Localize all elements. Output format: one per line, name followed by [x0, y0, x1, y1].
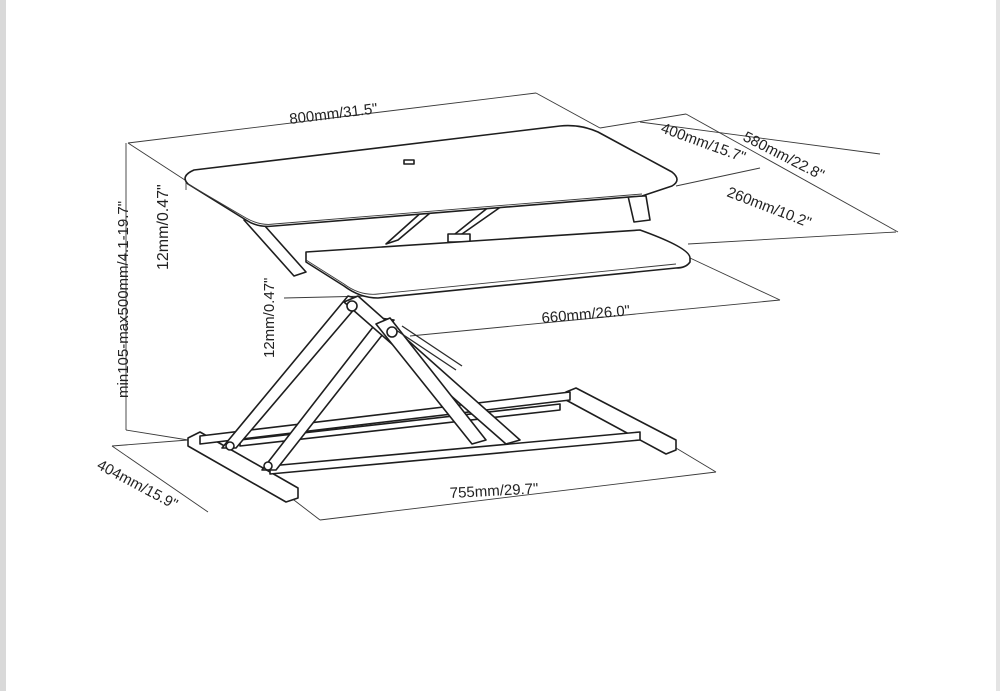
- top-depth-label: 400mm/15.7": [659, 120, 748, 166]
- keyboard-thickness-label: 12mm/0.47": [261, 278, 278, 358]
- top-thickness-label: 12mm/0.47": [155, 184, 172, 270]
- left-border: [0, 0, 6, 691]
- desk-top: [184, 124, 678, 228]
- top-width-label: 800mm/31.5": [288, 100, 378, 128]
- keyboard-width-label: 660mm/26.0": [541, 302, 631, 327]
- keyboard-tray: [305, 229, 691, 299]
- dimension-lines: [111, 92, 899, 521]
- scissor-legs: [221, 295, 521, 471]
- overall-depth-label: 580mm/22.8": [740, 128, 827, 183]
- base-width-label: 755mm/29.7": [449, 480, 538, 502]
- upper-supports: [243, 195, 651, 277]
- height-range-label: min105-max500mm/4.1-19.7": [115, 201, 132, 398]
- keyboard-depth-label: 260mm/10.2": [725, 184, 814, 232]
- base-depth-label: 404mm/15.9": [94, 457, 180, 514]
- right-border: [996, 0, 1000, 691]
